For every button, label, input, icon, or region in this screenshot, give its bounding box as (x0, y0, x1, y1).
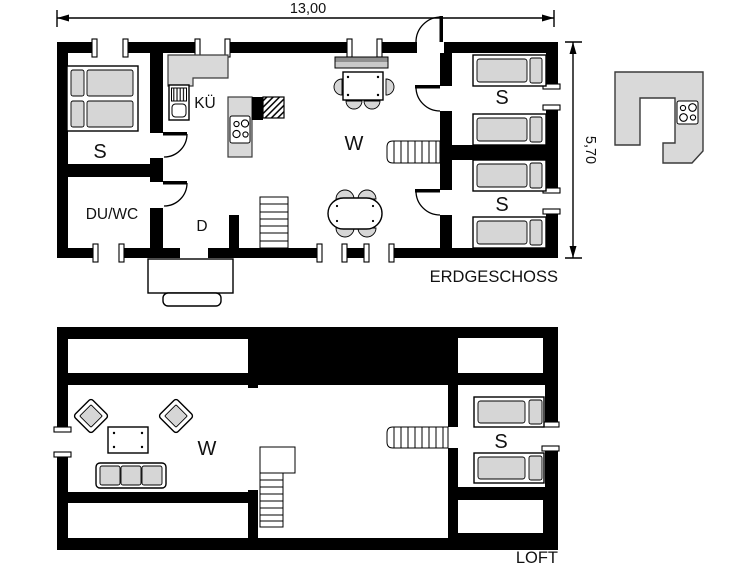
door-opening (150, 182, 163, 208)
window (541, 421, 560, 452)
dimension-width: 13,00 (56, 1, 555, 27)
dimension-width-label: 13,00 (290, 1, 326, 17)
arrow-up-icon (569, 42, 577, 54)
window (91, 38, 129, 58)
room-label-shower-wc: DU/WC (86, 206, 139, 223)
loft-stairs-up (386, 426, 449, 449)
loft-title: LOFT (516, 549, 558, 566)
chair-icon (357, 227, 377, 238)
sink-basin (171, 103, 187, 118)
door-opening-entrance (180, 248, 208, 260)
loft-storage-top-right (458, 338, 543, 373)
island-block (252, 97, 263, 120)
loft-label-bedroom: S (494, 431, 507, 453)
dining-table-oval (327, 189, 383, 238)
chair-icon (333, 78, 343, 96)
loft-storage-bottom-right (458, 500, 543, 533)
pillow (70, 69, 85, 97)
stairs-hall (259, 196, 289, 249)
single-bed (473, 452, 545, 484)
dining-table-rect (333, 71, 395, 110)
arrow-left-icon (57, 14, 69, 22)
window (346, 38, 383, 58)
kitchen-counter (167, 54, 229, 87)
kitchen-fixtures (167, 54, 285, 158)
kitchen-sink (168, 84, 190, 121)
wall-opening-stairs (448, 427, 458, 448)
mattress (86, 100, 134, 128)
sideboard (334, 56, 389, 69)
door-bedroom-bottom-right (415, 189, 441, 216)
window (542, 83, 561, 111)
chair-icon (345, 100, 363, 110)
pillow (70, 100, 85, 128)
room-label-bedroom-bottom-right: S (495, 194, 508, 216)
door-terrace (415, 16, 443, 43)
kitchen-island (227, 96, 285, 158)
chair-icon (363, 100, 381, 110)
room-label-bedroom-top-right: S (495, 87, 508, 109)
coffee-table (107, 426, 149, 454)
single-bed (472, 159, 547, 192)
window (92, 243, 125, 263)
room-label-hallway: D (196, 218, 207, 235)
room-label-living: W (345, 133, 364, 155)
single-bed (472, 54, 547, 87)
loft-storage-top-left (68, 339, 248, 373)
u-counter (614, 71, 704, 164)
sink-drainer (171, 87, 187, 102)
chair-icon (385, 78, 395, 96)
loft-stairs-down (259, 472, 284, 528)
door-opening (440, 190, 452, 215)
window (316, 243, 348, 263)
loft-storage-bottom-left (68, 503, 248, 538)
kitchen-counter-detail (614, 71, 704, 164)
door-shower-wc (163, 181, 188, 207)
window (363, 243, 395, 263)
stove-icon (676, 100, 699, 125)
room-shower-wc (68, 177, 150, 248)
sideboard-top (335, 57, 388, 62)
ground-floor-title: ERDGESCHOSS (430, 268, 558, 286)
window (53, 426, 72, 458)
stairs-to-loft (386, 140, 441, 164)
stove-icon (229, 115, 251, 144)
door-opening (440, 86, 452, 111)
single-bed (473, 396, 545, 428)
dimension-height-label: 5,70 (582, 136, 598, 164)
window (194, 38, 231, 58)
loft-stair-landing (259, 446, 296, 474)
mattress (86, 69, 134, 97)
loft-label-living: W (198, 438, 217, 460)
room-label-kitchen: KÜ (194, 94, 216, 112)
armchair (158, 398, 194, 434)
hatched-block (262, 96, 285, 119)
door-opening (150, 133, 163, 158)
window (542, 187, 561, 215)
single-bed (472, 113, 547, 146)
single-bed (472, 216, 547, 249)
sofa (95, 462, 167, 489)
room-label-bedroom-left: S (93, 141, 106, 163)
armchair (73, 398, 109, 434)
ground-floor-windows (91, 38, 561, 263)
door-bedroom-top-right (415, 85, 441, 112)
wall-stub (229, 215, 239, 248)
chair-icon (357, 189, 377, 200)
loft-windows (53, 421, 560, 458)
double-bed (66, 65, 139, 132)
entrance-porch (147, 258, 234, 307)
dimension-height: 5,70 (565, 41, 598, 259)
wall-opening (248, 388, 258, 490)
door-opening-terrace (417, 42, 444, 53)
door-bedroom-left (163, 132, 188, 158)
arrow-right-icon (542, 14, 554, 22)
arrow-down-icon (569, 246, 577, 258)
